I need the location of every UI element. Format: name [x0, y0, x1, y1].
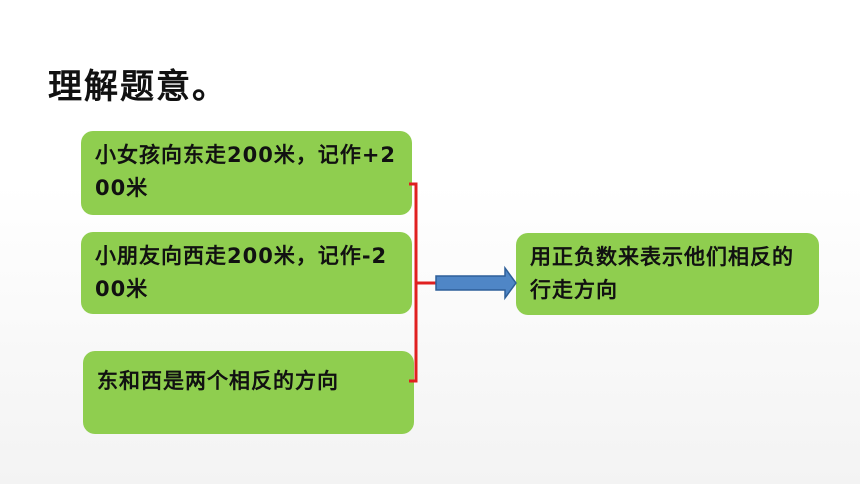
- fact-box-west: 小朋友向西走200米，记作-200米: [81, 232, 412, 314]
- page-title: 理解题意。: [48, 67, 228, 107]
- result-box: 用正负数来表示他们相反的行走方向: [516, 233, 819, 315]
- fact-box-opposite: 东和西是两个相反的方向: [83, 351, 414, 434]
- right-arrow-icon: [435, 265, 517, 301]
- fact-box-east: 小女孩向东走200米，记作+200米: [81, 131, 412, 215]
